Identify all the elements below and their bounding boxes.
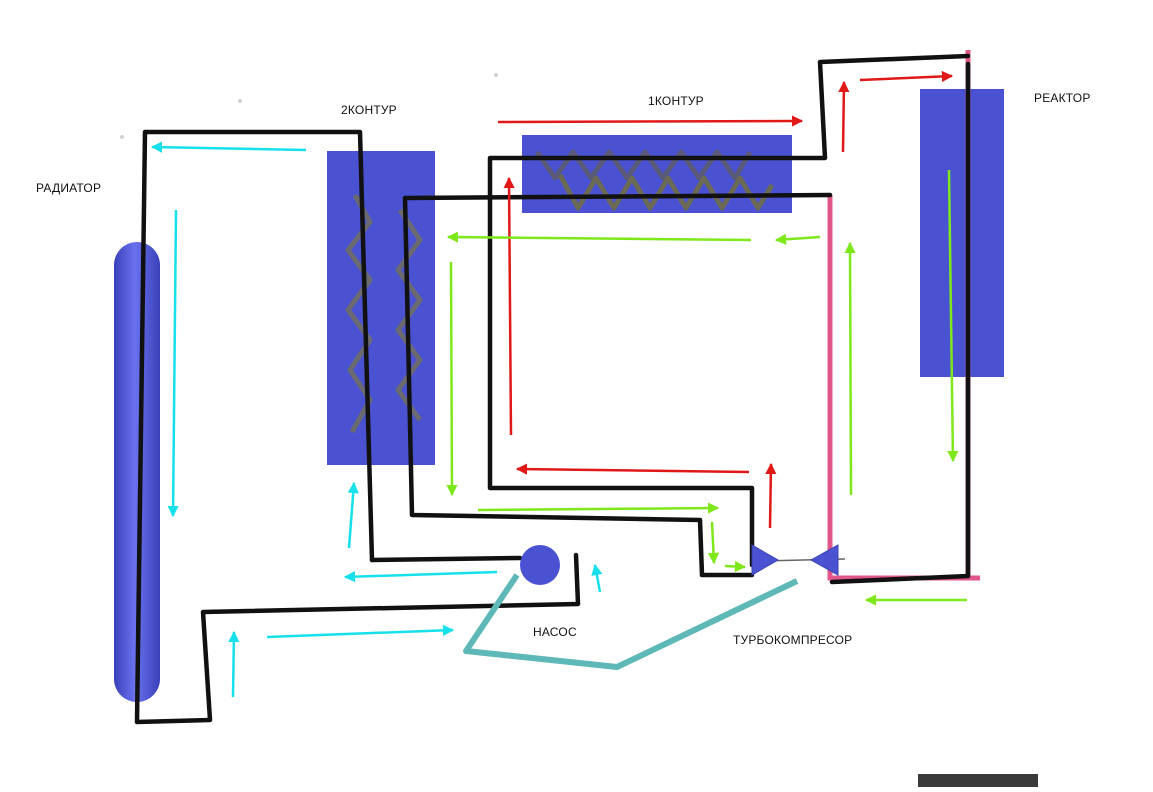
cyan-arrow xyxy=(591,563,603,593)
green-arrow xyxy=(446,261,458,497)
turbine-icon xyxy=(809,544,839,576)
circuit-2-label: 2КОНТУР xyxy=(341,103,397,117)
corner-bar xyxy=(918,774,1038,787)
red-arrow xyxy=(515,463,750,475)
pipes xyxy=(134,53,971,725)
coil-1a xyxy=(534,149,753,181)
reactor-outlet-pipe xyxy=(829,61,971,585)
green-arrow xyxy=(707,521,720,565)
reactor-body xyxy=(920,89,1004,377)
red-arrow xyxy=(497,115,804,127)
red-arrow xyxy=(765,462,777,529)
green-arrow xyxy=(477,502,720,514)
radiator-label: РАДИАТОР xyxy=(36,181,102,195)
green-arrow xyxy=(446,231,752,243)
drive-shaft xyxy=(463,573,799,670)
cyan-arrow xyxy=(343,570,498,583)
cyan-arrow xyxy=(150,141,307,153)
red-arrow xyxy=(859,70,954,83)
circuit-1-label: 1КОНТУР xyxy=(648,94,704,108)
reactor-label: РЕАКТОР xyxy=(1034,91,1091,105)
pump-label: НАСОС xyxy=(533,625,577,639)
cyan-arrow xyxy=(347,481,359,549)
green-arrows xyxy=(446,169,967,606)
speck xyxy=(120,135,124,139)
green-arrow xyxy=(947,169,959,463)
primary-return-pipe xyxy=(402,192,833,578)
primary-hot-pipe xyxy=(487,53,971,568)
red-arrow xyxy=(503,176,515,436)
compressor-icon xyxy=(751,544,780,576)
red-arrows xyxy=(497,70,954,529)
radiator-body xyxy=(114,242,160,702)
pump-body xyxy=(520,545,560,585)
green-arrow xyxy=(724,560,747,573)
red-arrow xyxy=(838,80,850,153)
green-arrow xyxy=(774,233,821,245)
secondary-loop-pipe xyxy=(134,129,581,725)
green-arrow xyxy=(844,241,856,496)
pump-inlet-pipe xyxy=(369,555,523,563)
turbocompressor-label: ТУРБОКОМПРЕСОР xyxy=(733,633,853,647)
cyan-arrow xyxy=(228,630,240,698)
coil-1b xyxy=(557,173,775,211)
speck xyxy=(494,73,498,77)
cyan-arrow xyxy=(266,624,455,639)
cyan-arrow xyxy=(167,209,179,518)
cyan-arrows xyxy=(150,141,603,698)
speck xyxy=(238,99,242,103)
